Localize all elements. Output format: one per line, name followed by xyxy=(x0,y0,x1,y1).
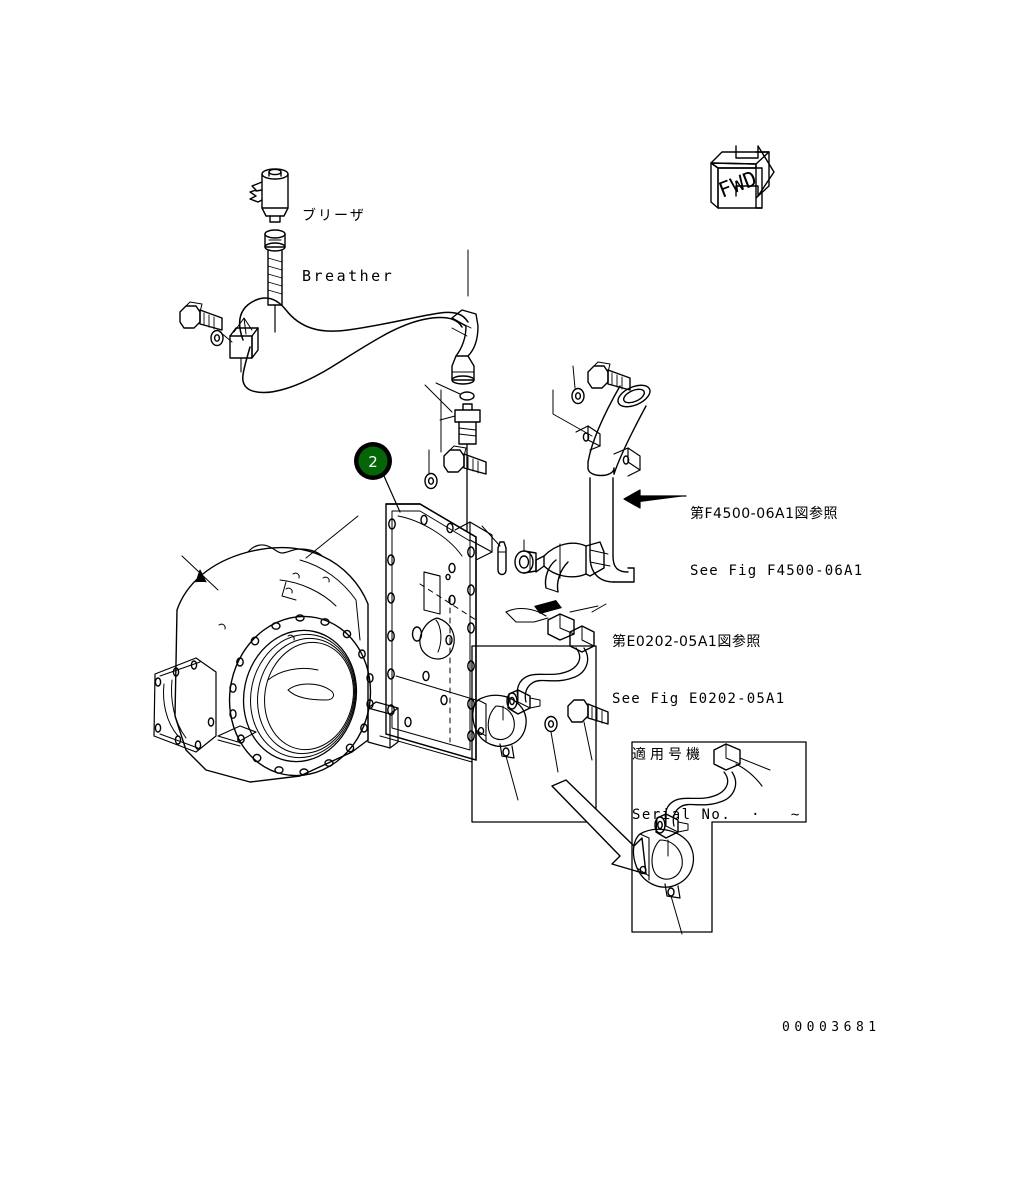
inset-connector-part xyxy=(713,743,741,771)
plate-bolt-part xyxy=(443,445,487,475)
lower-hose-connector-part xyxy=(535,541,611,593)
reference-e0202-label[interactable]: 第E0202-05A1図参照 See Fig E0202-05A1 xyxy=(612,595,785,747)
breather-bolt-part xyxy=(264,229,286,333)
cover-plate-part xyxy=(385,503,493,761)
serial-number-jp: 適用号機 xyxy=(632,747,704,763)
callout-badge-2[interactable]: 2 xyxy=(354,442,392,480)
reference-f4500-jp: 第F4500-06A1図参照 xyxy=(690,506,839,522)
breather-label-en: Breather xyxy=(302,267,395,285)
bracket-washer-part xyxy=(544,715,559,773)
detail-view-arrow xyxy=(551,779,647,875)
reference-f4500-label[interactable]: 第F4500-06A1図参照 See Fig F4500-06A1 xyxy=(690,467,863,619)
sensor-harness-part xyxy=(505,600,595,715)
drawing-number: 00003681 xyxy=(782,1020,881,1035)
tube-bolt-part xyxy=(587,361,631,391)
breather-hose-part xyxy=(238,297,469,394)
hose-clamp-part xyxy=(229,317,259,373)
tube-washer-part xyxy=(571,365,585,405)
inset-sensor-part xyxy=(654,813,689,839)
callout-badge-2-number: 2 xyxy=(368,453,378,471)
filler-tube-part xyxy=(575,384,651,583)
dowel-pin-part xyxy=(481,525,507,576)
axle-housing-part xyxy=(153,544,399,783)
reference-f4500-en: See Fig F4500-06A1 xyxy=(690,563,864,579)
serial-detail-inset-box xyxy=(631,741,807,933)
serial-number-label: 適用号機 Serial No. · ~ xyxy=(632,705,801,865)
reference-e0202-en: See Fig E0202-05A1 xyxy=(612,691,786,707)
sensor-bracket-part xyxy=(472,694,527,801)
clamp-bolt-part xyxy=(179,301,223,331)
inset-harness-part xyxy=(664,757,771,827)
breather-label: ブリーザ Breather xyxy=(302,166,394,326)
hose-elbow-fitting-part xyxy=(451,309,479,385)
serial-number-en: Serial No. · ~ xyxy=(632,807,801,823)
reference-e0202-jp: 第E0202-05A1図参照 xyxy=(612,634,761,650)
plate-washer-part xyxy=(424,449,438,490)
breather-cap-part xyxy=(249,168,289,223)
o-ring-part xyxy=(435,382,475,401)
breather-label-jp: ブリーザ xyxy=(302,208,366,224)
bracket-bolt-part xyxy=(567,699,609,761)
nut-fitting-part xyxy=(514,539,537,574)
inset-bracket-part xyxy=(632,828,695,935)
clamp-washer-part xyxy=(210,329,233,347)
f4500-leader-arrow xyxy=(623,489,687,509)
